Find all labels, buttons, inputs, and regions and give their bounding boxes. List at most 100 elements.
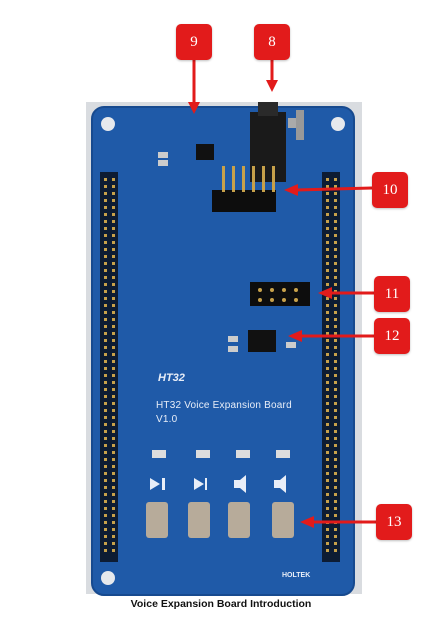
header-pin (326, 220, 329, 223)
header-pin (104, 472, 107, 475)
header-pin (334, 255, 337, 258)
header-pin (104, 367, 107, 370)
header-pin (334, 283, 337, 286)
header-pin (112, 451, 115, 454)
header-pin (112, 458, 115, 461)
callout-8: 8 (254, 24, 290, 60)
header-pin (334, 367, 337, 370)
header-pin (112, 311, 115, 314)
header-pin (334, 430, 337, 433)
header-pin (334, 409, 337, 412)
header-pin (104, 521, 107, 524)
header-pin (334, 542, 337, 545)
callout-arrows (188, 60, 376, 528)
header-pin (112, 444, 115, 447)
header-pin (104, 248, 107, 251)
header-pin (112, 360, 115, 363)
header-pin (104, 276, 107, 279)
push-buttons (146, 502, 294, 538)
header-pin (104, 535, 107, 538)
header-pin (112, 493, 115, 496)
header-pin (326, 304, 329, 307)
header-pin (104, 346, 107, 349)
header-pin (326, 192, 329, 195)
header-pin (326, 269, 329, 272)
header-pin (112, 521, 115, 524)
header-pin (326, 227, 329, 230)
header-pin (112, 549, 115, 552)
led-row (152, 450, 290, 458)
header-pin (104, 262, 107, 265)
play-pause-icon (150, 478, 160, 490)
brand-logo: HOLTEK (282, 572, 311, 579)
header-pin (334, 199, 337, 202)
header-pin (112, 353, 115, 356)
header-pin (104, 241, 107, 244)
header-pin (326, 276, 329, 279)
header-pin (104, 430, 107, 433)
header-pin (326, 465, 329, 468)
header-pin (104, 192, 107, 195)
header-pin (104, 458, 107, 461)
header-pin (334, 416, 337, 419)
header-pin (104, 339, 107, 342)
header-pin (326, 437, 329, 440)
header-pin (326, 549, 329, 552)
header-pin (104, 297, 107, 300)
header-pin (112, 297, 115, 300)
header-pin (104, 311, 107, 314)
left-pin-header (100, 172, 118, 562)
header-pin (112, 479, 115, 482)
next-icon (194, 478, 204, 490)
header-pin (334, 339, 337, 342)
header-pin (112, 528, 115, 531)
board-title: HT32 Voice Expansion Board (156, 400, 292, 411)
header-pin (112, 248, 115, 251)
header-pin (326, 262, 329, 265)
header-pin (334, 514, 337, 517)
header-pin (334, 423, 337, 426)
header-pin (326, 367, 329, 370)
header-pin (104, 437, 107, 440)
header-pin (104, 388, 107, 391)
header-pin (334, 185, 337, 188)
header-pin (104, 549, 107, 552)
header-pin (104, 514, 107, 517)
header-pin (334, 269, 337, 272)
header-pin (334, 227, 337, 230)
volume-down-icon (274, 475, 286, 493)
header-pin (326, 360, 329, 363)
header-pin (334, 500, 337, 503)
header-pin (326, 199, 329, 202)
header-pin (326, 318, 329, 321)
header-pin (326, 444, 329, 447)
header-pin (334, 241, 337, 244)
header-pin (326, 346, 329, 349)
header-pin (104, 304, 107, 307)
header-pin (326, 388, 329, 391)
audio-jack (250, 102, 304, 182)
board-version: V1.0 (156, 414, 178, 425)
volume-up-icon (234, 475, 246, 493)
header-pin (326, 500, 329, 503)
header-pin (334, 493, 337, 496)
header-pin (326, 430, 329, 433)
header-pin (104, 402, 107, 405)
header-pin (112, 409, 115, 412)
header-pin (326, 535, 329, 538)
header-pin (326, 234, 329, 237)
header-pin (104, 444, 107, 447)
header-pin (326, 178, 329, 181)
header-pin (112, 332, 115, 335)
header-pin (112, 535, 115, 538)
header-pin (112, 276, 115, 279)
header-pin (104, 451, 107, 454)
header-pin (104, 199, 107, 202)
header-pin (104, 381, 107, 384)
header-pin (112, 283, 115, 286)
header-pin (112, 262, 115, 265)
header-pin (334, 297, 337, 300)
header-pin (104, 465, 107, 468)
right-pin-header (322, 172, 340, 562)
